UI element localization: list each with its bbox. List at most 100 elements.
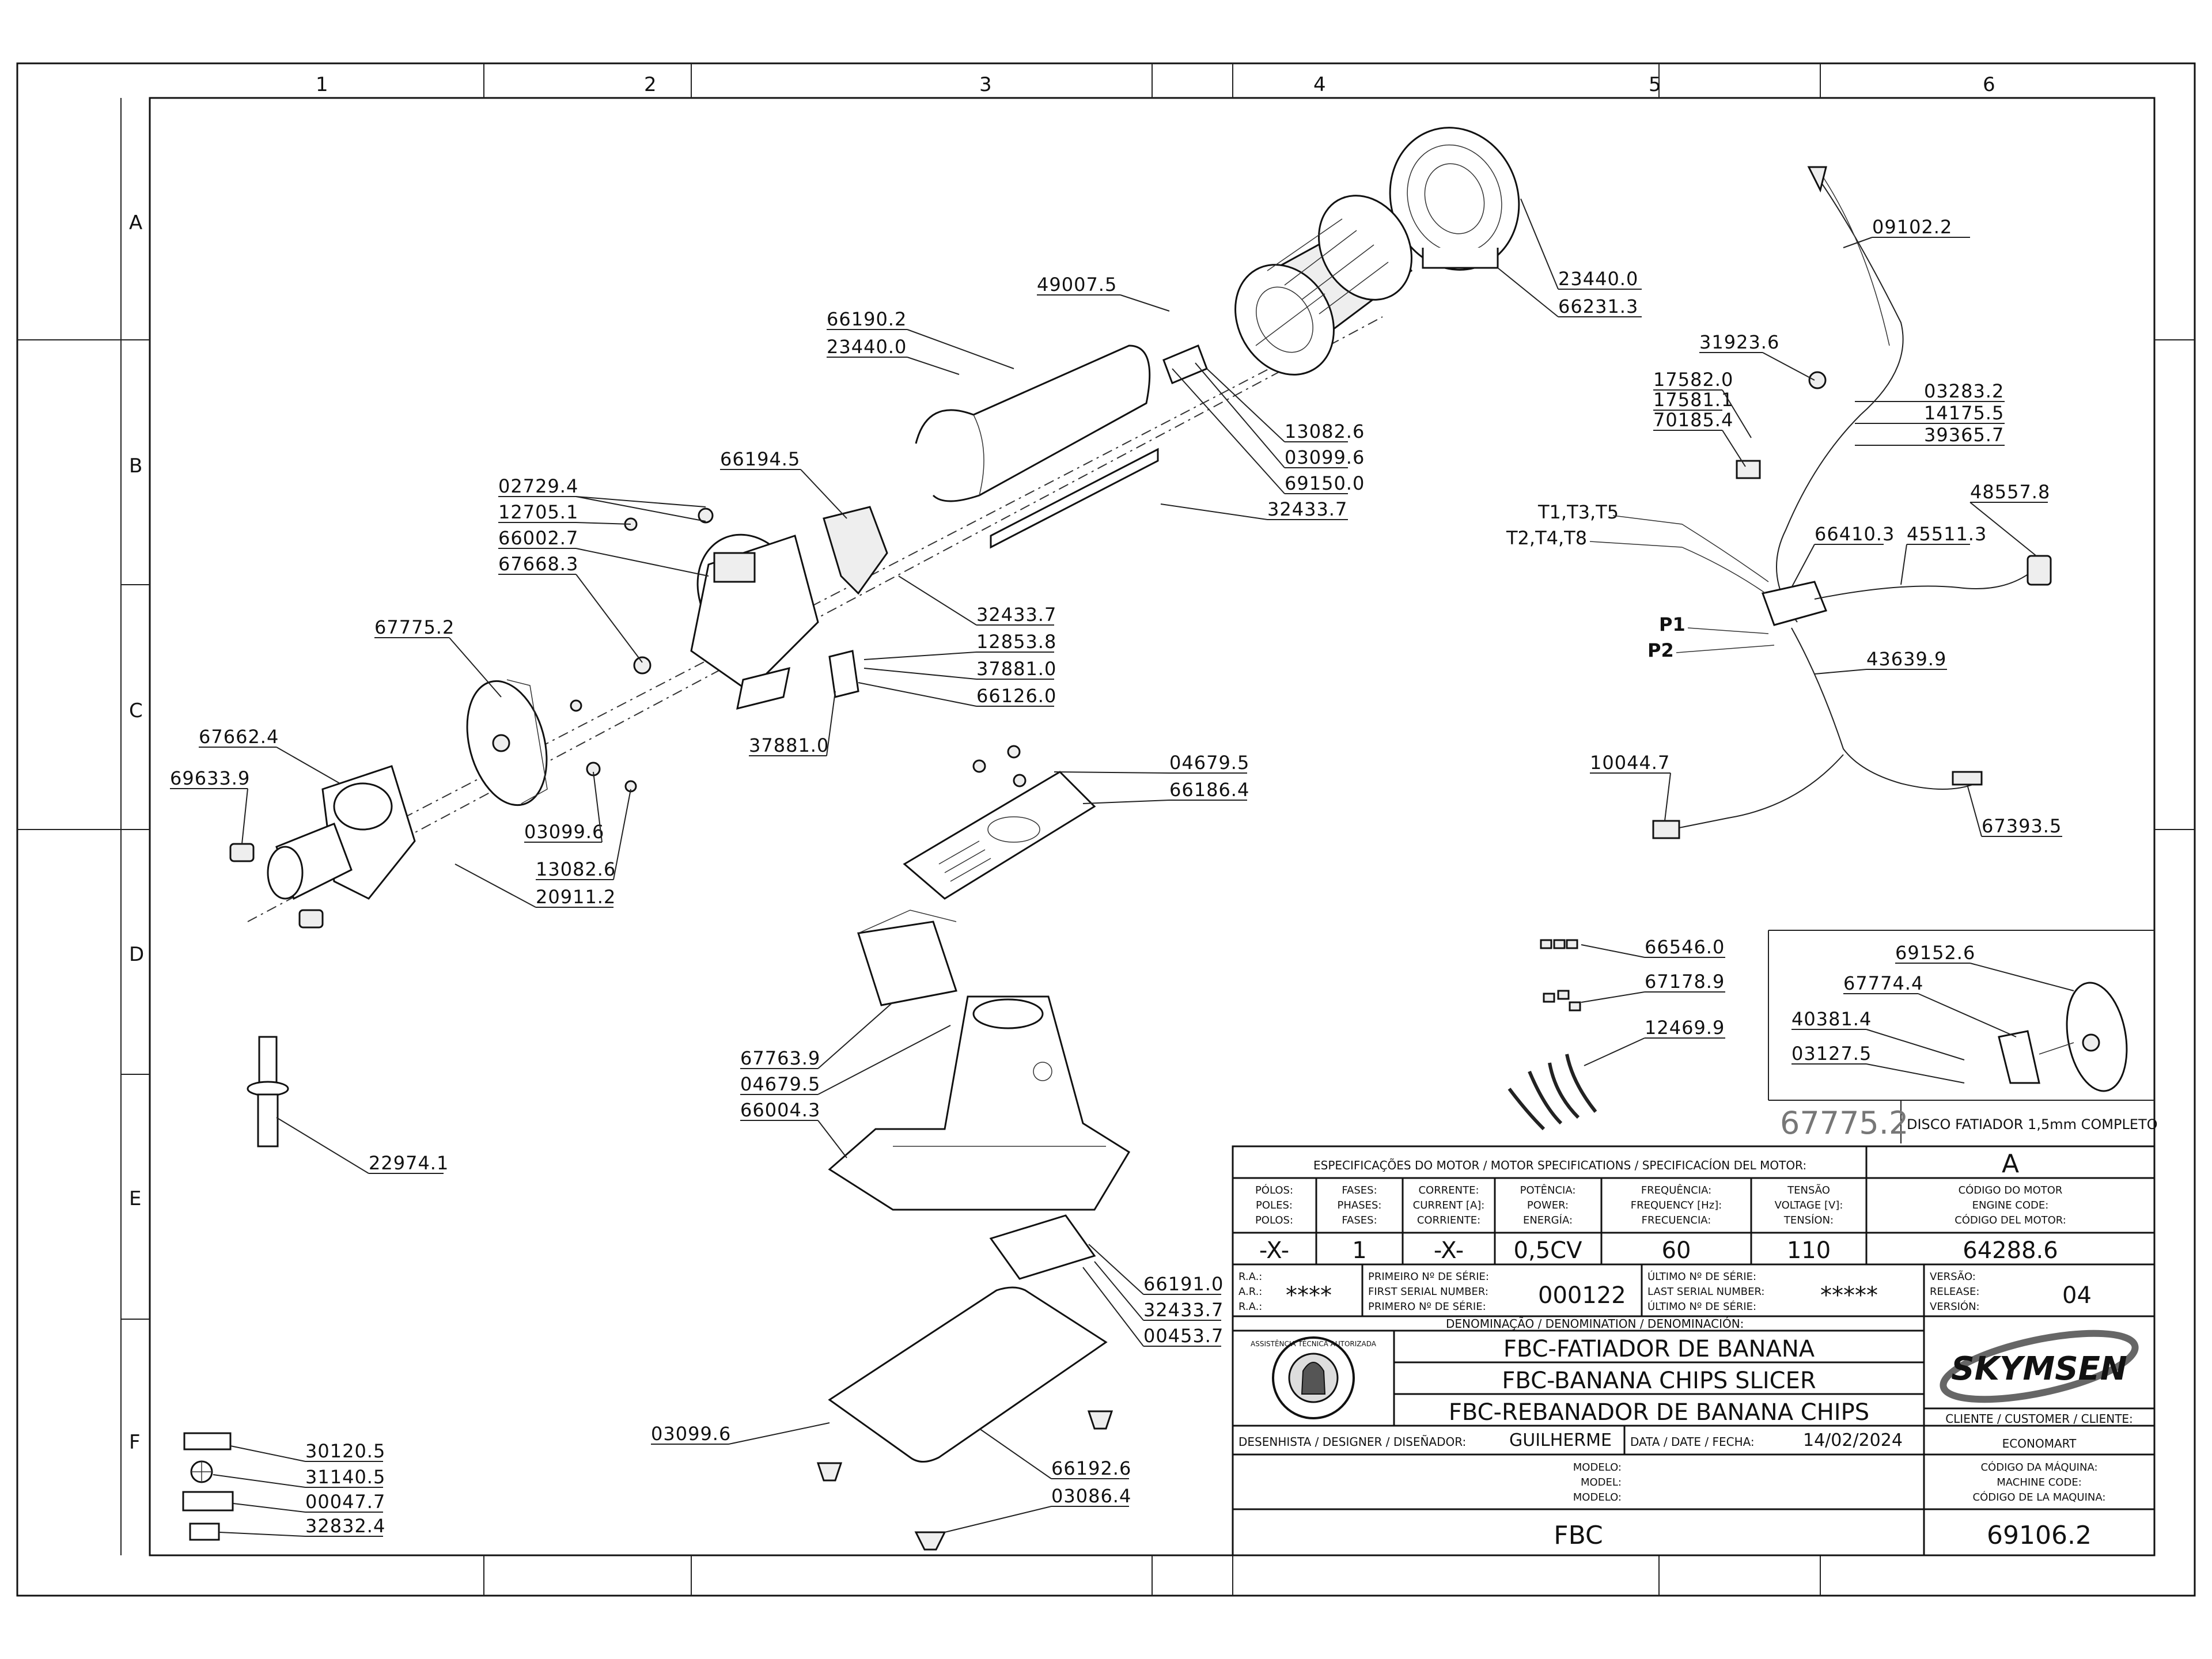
model-value: FBC	[1554, 1521, 1603, 1550]
part-label: 32832.4	[305, 1515, 385, 1537]
machine-code-label: MACHINE CODE:	[1997, 1476, 2082, 1488]
version-label: VERSIÓN:	[1930, 1300, 1980, 1313]
motor-spec-header: ESPECIFICAÇÕES DO MOTOR / MOTOR SPECIFIC…	[1313, 1158, 1806, 1172]
grid-row-e: E	[129, 1187, 141, 1210]
part-label: 13082.6	[1285, 421, 1365, 442]
ra-label: R.A.:	[1238, 1271, 1262, 1283]
small-plate-drawing	[989, 1214, 1096, 1280]
grid-row-f: F	[129, 1431, 141, 1454]
part-label: 04679.5	[740, 1073, 820, 1095]
denomination-label: DENOMINAÇÃO / DENOMINATION / DENOMINACIÓ…	[1446, 1317, 1744, 1331]
part-label: 67662.4	[199, 726, 279, 748]
voltage-label: VOLTAGE [V]:	[1775, 1199, 1843, 1211]
grid-col-2: 2	[644, 73, 657, 96]
power-label: ENERGÍA:	[1523, 1214, 1573, 1226]
part-label: 32433.7	[1143, 1299, 1224, 1321]
part-label: 66190.2	[827, 308, 907, 330]
poles-label: PÓLOS:	[1255, 1184, 1293, 1196]
part-label: 66231.3	[1558, 296, 1638, 317]
part-label: 66186.4	[1169, 779, 1249, 801]
part-label: 30120.5	[305, 1440, 385, 1462]
date-value: 14/02/2024	[1803, 1430, 1903, 1450]
detail-disc-drawing	[1998, 982, 2128, 1092]
part-label: 66194.5	[720, 448, 800, 470]
motor-cover-drawing	[915, 344, 1159, 549]
part-label: 69633.9	[170, 767, 250, 789]
part-label: 67763.9	[740, 1047, 820, 1069]
part-label: 40381.4	[1791, 1008, 1872, 1030]
revision-letter: A	[2002, 1149, 2019, 1179]
power-value: 0,5CV	[1514, 1237, 1583, 1264]
base-stand-drawing	[828, 995, 1131, 1211]
ra-label: R.A.:	[1238, 1301, 1262, 1313]
part-label: 67668.3	[498, 553, 578, 575]
part-label: 66410.3	[1815, 523, 1895, 545]
part-label: 13082.6	[536, 858, 616, 880]
harness-drawing	[1652, 166, 2052, 839]
machine-code-label: CÓDIGO DA MÁQUINA:	[1980, 1461, 2097, 1474]
current-label: CURRENT [A]:	[1413, 1199, 1485, 1211]
part-label: 67774.4	[1843, 972, 1923, 994]
grid-col-5: 5	[1649, 73, 1661, 96]
power-label: POTÊNCIA:	[1520, 1184, 1576, 1196]
part-label: 70185.4	[1653, 409, 1733, 431]
model-label: MODEL:	[1581, 1476, 1622, 1488]
pin-label-p1: P1	[1659, 613, 1685, 635]
part-callouts: 09102.2 49007.5 23440.0 66231.3 66190.2 …	[170, 198, 2074, 1537]
part-label: 32433.7	[976, 604, 1056, 626]
part-label: 69152.6	[1895, 942, 1975, 964]
part-label: 31140.5	[305, 1466, 385, 1488]
version-value: 04	[2062, 1282, 2092, 1309]
product-name-en: FBC-BANANA CHIPS SLICER	[1502, 1368, 1816, 1394]
part-label: 31923.6	[1699, 331, 1779, 353]
part-label: 22974.1	[369, 1152, 449, 1174]
power-label: POWER:	[1527, 1199, 1569, 1211]
part-label: 67393.5	[1982, 815, 2062, 837]
part-label: 37881.0	[976, 658, 1056, 680]
part-label: 03283.2	[1924, 380, 2004, 402]
part-label: 66546.0	[1645, 936, 1725, 958]
springs-drawing	[1508, 1054, 1597, 1131]
product-name-pt: FBC-FATIADOR DE BANANA	[1503, 1336, 1815, 1362]
part-label: 49007.5	[1037, 274, 1117, 296]
part-label: 03127.5	[1791, 1043, 1872, 1065]
first-serial-label: PRIMERO Nº DE SÉRIE:	[1368, 1300, 1486, 1313]
phases-value: 1	[1352, 1237, 1366, 1264]
grid-col-1: 1	[316, 73, 328, 96]
latch-drawing	[828, 650, 859, 698]
tray-drawing	[857, 910, 957, 1006]
top-plate-drawing	[903, 745, 1096, 900]
brand-name: SKYMSEN	[1951, 1350, 2127, 1388]
rear-plate-drawing	[1389, 127, 1520, 271]
voltage-label: TENSÃO	[1787, 1184, 1830, 1196]
skymsen-logo: SKYMSEN	[1940, 1330, 2139, 1403]
frequency-label: FREQUENCY [Hz]:	[1631, 1199, 1722, 1211]
part-label: 14175.5	[1924, 402, 2004, 424]
part-label: 02729.4	[498, 475, 578, 497]
current-label: CORRENTE:	[1418, 1184, 1479, 1196]
part-label: 66191.0	[1143, 1273, 1224, 1295]
frequency-label: FREQUÊNCIA:	[1641, 1184, 1711, 1196]
poles-label: POLOS:	[1255, 1214, 1293, 1226]
grid-col-3: 3	[979, 73, 992, 96]
designer-label: DESENHISTA / DESIGNER / DISEÑADOR:	[1238, 1435, 1466, 1449]
seal-text: ASSISTÊNCIA TÉCNICA AUTORIZADA	[1251, 1339, 1377, 1348]
part-label: 37881.0	[749, 734, 829, 756]
machine-code-value: 69106.2	[1987, 1521, 2092, 1550]
detail-inset: 67775.2 DISCO FATIADOR 1,5mm COMPLETO	[1768, 930, 2158, 1143]
client-label: CLIENTE / CUSTOMER / CLIENTE:	[1945, 1412, 2133, 1426]
part-label: 20911.2	[536, 886, 616, 908]
grid-row-a: A	[129, 211, 142, 234]
wiring-labels: T1,T3,T5 T2,T4,T8 P1 P2	[1506, 501, 1775, 661]
brushes-drawing	[1540, 939, 1581, 1012]
authorized-service-seal: ASSISTÊNCIA TÉCNICA AUTORIZADA	[1251, 1336, 1377, 1419]
part-label: 03086.4	[1051, 1485, 1131, 1507]
phases-label: PHASES:	[1338, 1199, 1382, 1211]
part-label: 69150.0	[1285, 472, 1365, 494]
part-label: 66192.6	[1051, 1457, 1131, 1479]
part-label: 12853.8	[976, 631, 1056, 653]
client-value: ECONOMART	[2002, 1437, 2077, 1450]
motor-drawing	[1162, 195, 1413, 384]
first-serial-label: PRIMEIRO Nº DE SÉRIE:	[1368, 1270, 1489, 1283]
